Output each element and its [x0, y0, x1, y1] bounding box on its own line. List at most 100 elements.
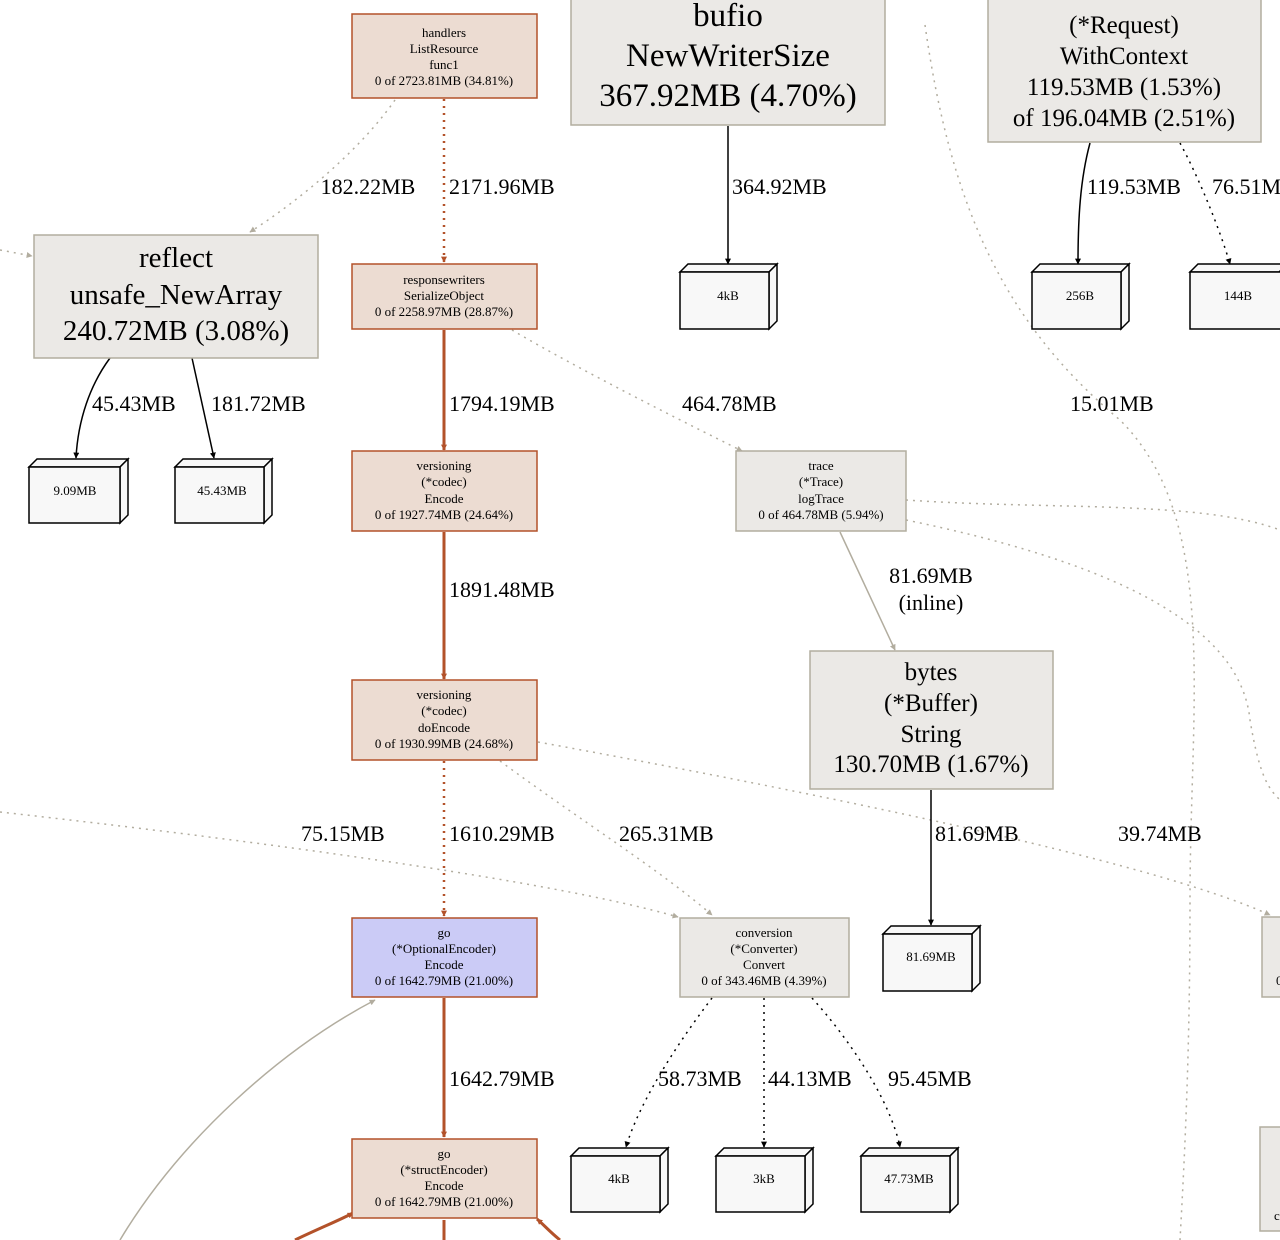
alloc-box-label: 47.73MB [884, 1171, 934, 1186]
node-label-line: c [1274, 1208, 1280, 1223]
alloc-box-bytes-81mb[interactable]: 81.69MB [881, 924, 982, 993]
edge-far-right-curve [924, 24, 1195, 1240]
node-bufio-newwritersize[interactable]: bufio NewWriterSize 367.92MB (4.70%) [570, 0, 886, 126]
alloc-box-label: 4kB [608, 1171, 630, 1186]
node-reflect-unsafe-newarray[interactable]: reflect unsafe_NewArray 240.72MB (3.08%) [33, 234, 319, 359]
alloc-box-reflect-45mb[interactable]: 45.43MB [173, 457, 274, 525]
node-http-withcontext[interactable]: (*Request) WithContext 119.53MB (1.53%) … [987, 0, 1262, 143]
alloc-box-label: 45.43MB [197, 483, 247, 498]
node-partial-right-2[interactable]: c [1259, 1126, 1280, 1232]
alloc-box-bufio-4kb[interactable]: 4kB [678, 262, 779, 331]
edge-label-convert-to-3kb: 44.13MB [768, 1066, 852, 1091]
alloc-box-conv-4kb[interactable]: 4kB [569, 1146, 670, 1214]
node-label-line: 0 [1276, 973, 1280, 988]
node-label-line: String [900, 721, 962, 748]
node-label-line: bufio [693, 0, 763, 34]
node-versioning-encode[interactable]: versioning (*codec) Encode 0 of 1927.74M… [351, 450, 538, 532]
edge-bottomleft-to-optional [119, 999, 376, 1240]
alloc-box-withcontext-256b[interactable]: 256B [1030, 262, 1131, 331]
node-label-line: (*structEncoder) [400, 1162, 487, 1177]
alloc-box-label: 256B [1066, 288, 1095, 303]
node-label-line: 130.70MB (1.67%) [833, 751, 1028, 778]
node-label-line: SerializeObject [404, 288, 485, 303]
node-label-line: 240.72MB (3.08%) [63, 315, 289, 347]
node-label-line: 119.53MB (1.53%) [1027, 74, 1221, 101]
node-bytes-buffer-string[interactable]: bytes (*Buffer) String 130.70MB (1.67%) [809, 650, 1054, 790]
node-label-line: unsafe_NewArray [70, 279, 283, 311]
node-label-line: 0 of 1642.79MB (21.00%) [375, 1194, 513, 1209]
edge-withcontext-to-256b [1075, 142, 1091, 265]
node-label-line: 0 of 2723.81MB (34.81%) [375, 73, 513, 88]
node-label-line: ListResource [410, 41, 479, 56]
edge-label-doencode-to-convert: 265.31MB [619, 821, 714, 846]
node-label-line: bytes [905, 659, 958, 686]
node-label-line: 0 of 2258.97MB (28.87%) [375, 304, 513, 319]
edge-label-reflect-to-9mb: 45.43MB [92, 391, 176, 416]
edge-label-logtrace-to-bytes: 81.69MB [889, 563, 973, 588]
node-go-optionalencoder-encode[interactable]: go (*OptionalEncoder) Encode 0 of 1642.7… [351, 917, 538, 998]
node-label-line: responsewriters [403, 272, 485, 287]
node-label-line: trace [808, 458, 833, 473]
edge-label-encode-to-doencode: 1891.48MB [449, 577, 555, 602]
node-label-line: 0 of 343.46MB (4.39%) [701, 973, 826, 988]
node-label-line: (*Request) [1069, 12, 1179, 39]
alloc-box-conv-3kb[interactable]: 3kB [714, 1146, 815, 1214]
edge-logtrace-right-2 [905, 519, 1280, 801]
node-conversion-convert[interactable]: conversion (*Converter) Convert 0 of 343… [679, 917, 850, 998]
edge-bottom-to-struct-right [536, 1217, 561, 1240]
edge-label-handlers-to-reflect: 182.22MB [321, 174, 416, 199]
alloc-box-reflect-9mb[interactable]: 9.09MB [27, 457, 130, 525]
node-go-structencoder-encode[interactable]: go (*structEncoder) Encode 0 of 1642.79M… [351, 1138, 538, 1219]
node-handlers-listresource[interactable]: handlers ListResource func1 0 of 2723.81… [351, 13, 538, 99]
edge-label-bytes-to-81mb: 81.69MB [935, 821, 1019, 846]
node-responsewriters-serializeobject[interactable]: responsewriters SerializeObject 0 of 225… [351, 263, 538, 330]
edge-bottom-to-struct-left [294, 1211, 354, 1240]
alloc-box-label: 4kB [717, 288, 739, 303]
node-label-line: (*codec) [421, 474, 466, 489]
edge-withcontext-to-144b [1179, 142, 1232, 265]
node-trace-logtrace[interactable]: trace (*Trace) logTrace 0 of 464.78MB (5… [735, 450, 907, 532]
node-label-line: NewWriterSize [626, 38, 830, 74]
node-label-line: WithContext [1060, 43, 1188, 70]
alloc-box-label: 144B [1224, 288, 1253, 303]
edge-doencode-to-right [537, 741, 1271, 916]
node-label-line: (*OptionalEncoder) [392, 941, 496, 956]
node-label-line: logTrace [798, 491, 844, 506]
alloc-box-label: 3kB [753, 1171, 775, 1186]
alloc-box-label: 9.09MB [54, 483, 97, 498]
edge-label-left-to-convert: 75.15MB [301, 821, 385, 846]
edge-label-handlers-to-serialize: 2171.96MB [449, 174, 555, 199]
node-label-line: 0 of 464.78MB (5.94%) [758, 507, 883, 522]
edge-label-withcontext-to-144b: 76.51MB [1212, 174, 1280, 199]
node-label-line: versioning [417, 458, 472, 473]
edge-label-bufio-to-4kb: 364.92MB [732, 174, 827, 199]
node-label-line: doEncode [418, 720, 470, 735]
node-label-line: go [438, 1146, 451, 1161]
alloc-box-withcontext-144b[interactable]: 144B [1188, 263, 1280, 330]
node-label-line: conversion [735, 925, 793, 940]
node-label-line: 0 of 1930.99MB (24.68%) [375, 736, 513, 751]
edge-logtrace-to-bytes [839, 531, 896, 651]
node-label-line: Encode [425, 1178, 464, 1193]
node-label-line: (*Buffer) [884, 690, 978, 717]
edge-label-serialize-to-encode: 1794.19MB [449, 391, 555, 416]
edge-serialize-to-logtrace [511, 329, 743, 452]
node-label-line: Encode [425, 491, 464, 506]
alloc-box-conv-47mb[interactable]: 47.73MB [859, 1146, 960, 1214]
node-label-line: 367.92MB (4.70%) [599, 78, 857, 114]
edge-label-reflect-to-45mb: 181.72MB [211, 391, 306, 416]
edge-label-convert-to-4kb: 58.73MB [658, 1066, 742, 1091]
node-label-line: (*Trace) [799, 474, 843, 489]
node-partial-right-1[interactable]: 0 [1261, 916, 1280, 998]
edge-label-far-right: 15.01MB [1070, 391, 1154, 416]
edge-label-logtrace-to-bytes-inline: (inline) [899, 590, 964, 615]
node-label-line: (*Converter) [730, 941, 797, 956]
edge-label-serialize-to-logtrace: 464.78MB [682, 391, 777, 416]
edge-label-convert-to-47mb: 95.45MB [888, 1066, 972, 1091]
node-versioning-doencode[interactable]: versioning (*codec) doEncode 0 of 1930.9… [351, 679, 538, 761]
edge-label-optional-to-struct: 1642.79MB [449, 1066, 555, 1091]
node-label-line: func1 [429, 57, 459, 72]
edge-label-doencode-to-optional: 1610.29MB [449, 821, 555, 846]
node-label-line: 0 of 1642.79MB (21.00%) [375, 973, 513, 988]
